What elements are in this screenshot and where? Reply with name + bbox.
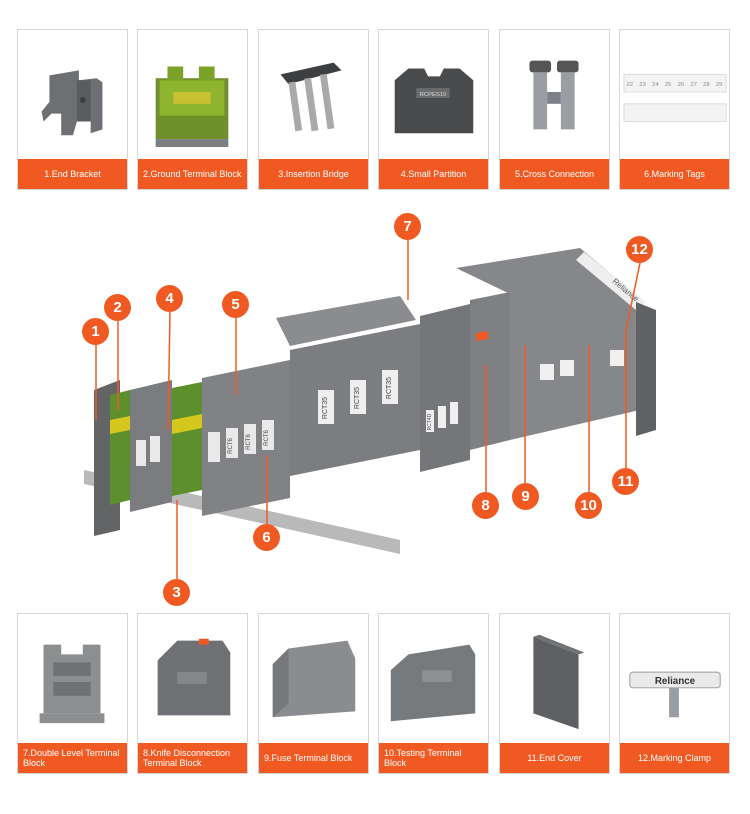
product-card-testing-terminal-block[interactable]: 10.Testing Terminal Block — [378, 613, 489, 774]
partition-label: RCPES10 — [420, 92, 448, 98]
terminal-assembly-illustration: RCT6 RCT6 RCT6 RCT35 RCT35 RCT35 Relianc… — [84, 248, 656, 554]
card-caption: 9.Fuse Terminal Block — [259, 743, 368, 773]
product-card-cross-connection[interactable]: 5.Cross Connection — [499, 29, 610, 190]
insertion-bridge-icon — [280, 62, 342, 132]
callout-7: 7 — [394, 213, 421, 240]
product-card-marking-tags[interactable]: 22 23 24 25 26 27 28 29 6.Marking Tags — [619, 29, 730, 190]
tag-number: 25 — [665, 82, 672, 88]
card-caption: 8.Knife Disconnection Terminal Block — [138, 743, 247, 773]
card-caption: 1.End Bracket — [18, 159, 127, 189]
card-caption: 2.Ground Terminal Block — [138, 159, 247, 189]
card-caption: 5.Cross Connection — [500, 159, 609, 189]
tag-number: 22 — [627, 82, 634, 88]
callout-1: 1 — [82, 318, 109, 345]
product-card-end-cover[interactable]: 11.End Cover — [499, 613, 610, 774]
rct6-label: RCT6 — [264, 430, 270, 446]
card-caption: 11.End Cover — [500, 743, 609, 773]
double-level-terminal-block-icon — [39, 644, 105, 724]
rct35-label: RCT35 — [386, 377, 393, 399]
card-caption: 6.Marking Tags — [620, 159, 729, 189]
marking-clamp-icon: Reliance — [629, 671, 721, 718]
rct35-label: RCT35 — [354, 387, 361, 409]
rct4d-label: RCT4D — [427, 413, 433, 430]
tag-number: 24 — [652, 82, 659, 88]
rct6-label: RCT6 — [228, 438, 234, 454]
tag-number: 23 — [639, 82, 646, 88]
rct6-label: RCT6 — [246, 434, 252, 450]
product-card-ground-terminal-block[interactable]: 2.Ground Terminal Block — [137, 29, 248, 190]
card-caption: 7.Double Level Terminal Block — [18, 743, 127, 773]
product-card-small-partition[interactable]: RCPES10 4.Small Partition — [378, 29, 489, 190]
small-partition-icon: RCPES10 — [394, 68, 474, 134]
clamp-brand-label: Reliance — [655, 676, 696, 687]
card-caption: 4.Small Partition — [379, 159, 488, 189]
product-card-insertion-bridge[interactable]: 3.Insertion Bridge — [258, 29, 369, 190]
tag-number: 27 — [690, 82, 697, 88]
callout-5: 5 — [222, 291, 249, 318]
knife-disconnection-terminal-block-icon — [157, 638, 231, 716]
callout-4: 4 — [156, 285, 183, 312]
tag-number: 28 — [703, 82, 710, 88]
product-card-marking-clamp[interactable]: Reliance 12.Marking Clamp — [619, 613, 730, 774]
callout-2: 2 — [104, 294, 131, 321]
tag-number: 29 — [716, 82, 723, 88]
callout-10: 10 — [575, 492, 602, 519]
callout-8: 8 — [472, 492, 499, 519]
callout-12: 12 — [626, 236, 653, 263]
card-caption: 10.Testing Terminal Block — [379, 743, 488, 773]
tag-number: 26 — [678, 82, 685, 88]
callout-11: 11 — [612, 468, 639, 495]
card-caption: 3.Insertion Bridge — [259, 159, 368, 189]
ground-terminal-block-icon — [155, 66, 229, 148]
end-cover-icon — [533, 634, 585, 730]
rct35-label: RCT35 — [322, 397, 329, 419]
end-bracket-icon — [41, 70, 103, 136]
product-card-end-bracket[interactable]: 1.End Bracket — [17, 29, 128, 190]
card-caption: 12.Marking Clamp — [620, 743, 729, 773]
marking-tags-icon: 22 23 24 25 26 27 28 29 — [623, 73, 727, 122]
callout-9: 9 — [512, 483, 539, 510]
fuse-terminal-block-icon — [272, 640, 356, 718]
callout-3: 3 — [163, 579, 190, 606]
testing-terminal-block-icon — [390, 644, 476, 722]
cross-connection-icon — [529, 60, 579, 130]
callout-6: 6 — [253, 524, 280, 551]
product-card-double-level-terminal-block[interactable]: 7.Double Level Terminal Block — [17, 613, 128, 774]
product-card-knife-disconnection-terminal-block[interactable]: 8.Knife Disconnection Terminal Block — [137, 613, 248, 774]
product-card-fuse-terminal-block[interactable]: 9.Fuse Terminal Block — [258, 613, 369, 774]
